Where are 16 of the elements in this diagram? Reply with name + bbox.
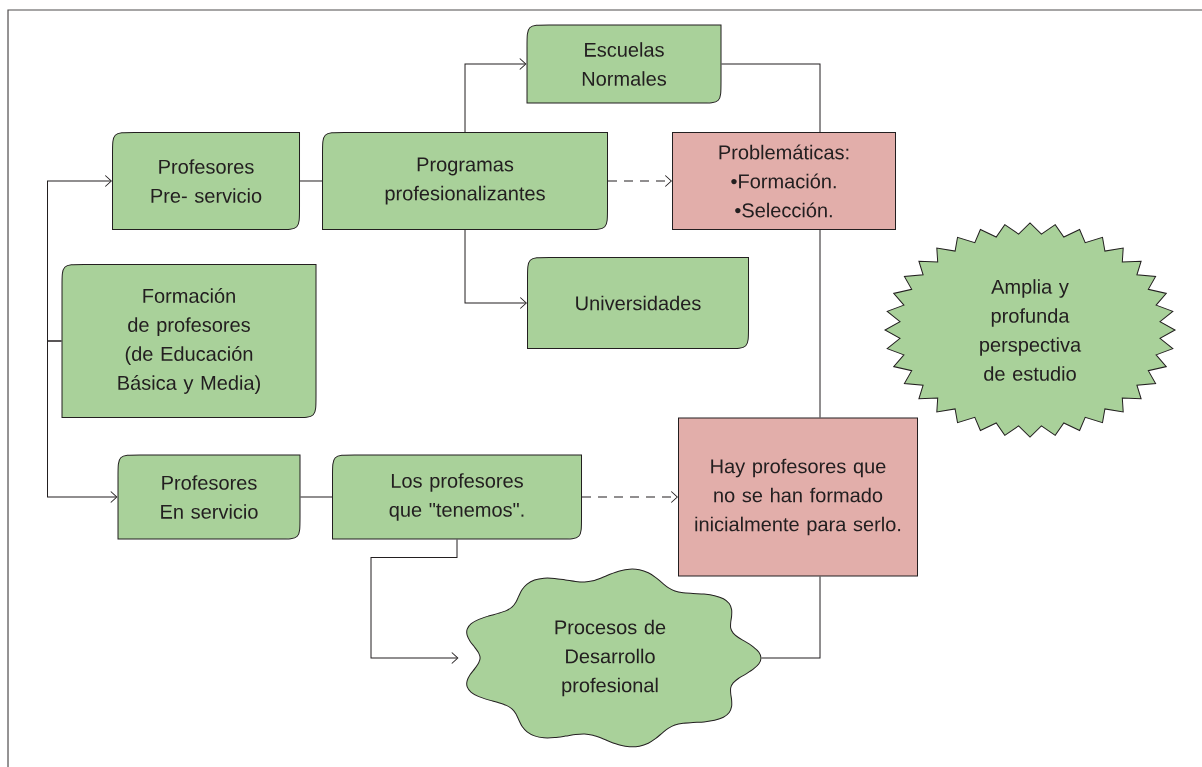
process-box: Formación de profesores (de Educación Básica y Media) <box>61 264 317 418</box>
problem-box: Problemáticas: •Formación. •Selección. <box>672 132 896 230</box>
process-box: Universidades <box>527 257 749 349</box>
arrow <box>464 58 527 133</box>
process-box: Profesores Pre- servicio <box>112 132 300 230</box>
arrow <box>370 539 459 664</box>
process-box: Escuelas Normales <box>526 24 722 104</box>
arrow <box>47 340 118 503</box>
arrow <box>47 175 112 342</box>
arrow <box>581 491 678 503</box>
process-box: Profesores En servicio <box>117 454 301 540</box>
arrow <box>607 175 672 187</box>
process-box: Programas profesionalizantes <box>322 132 608 230</box>
problem-box: Hay profesores que no se han formado inicialmente para serlo. <box>678 417 918 577</box>
arrow <box>464 229 527 309</box>
process-box: Los profesores que "tenemos". <box>332 454 582 540</box>
